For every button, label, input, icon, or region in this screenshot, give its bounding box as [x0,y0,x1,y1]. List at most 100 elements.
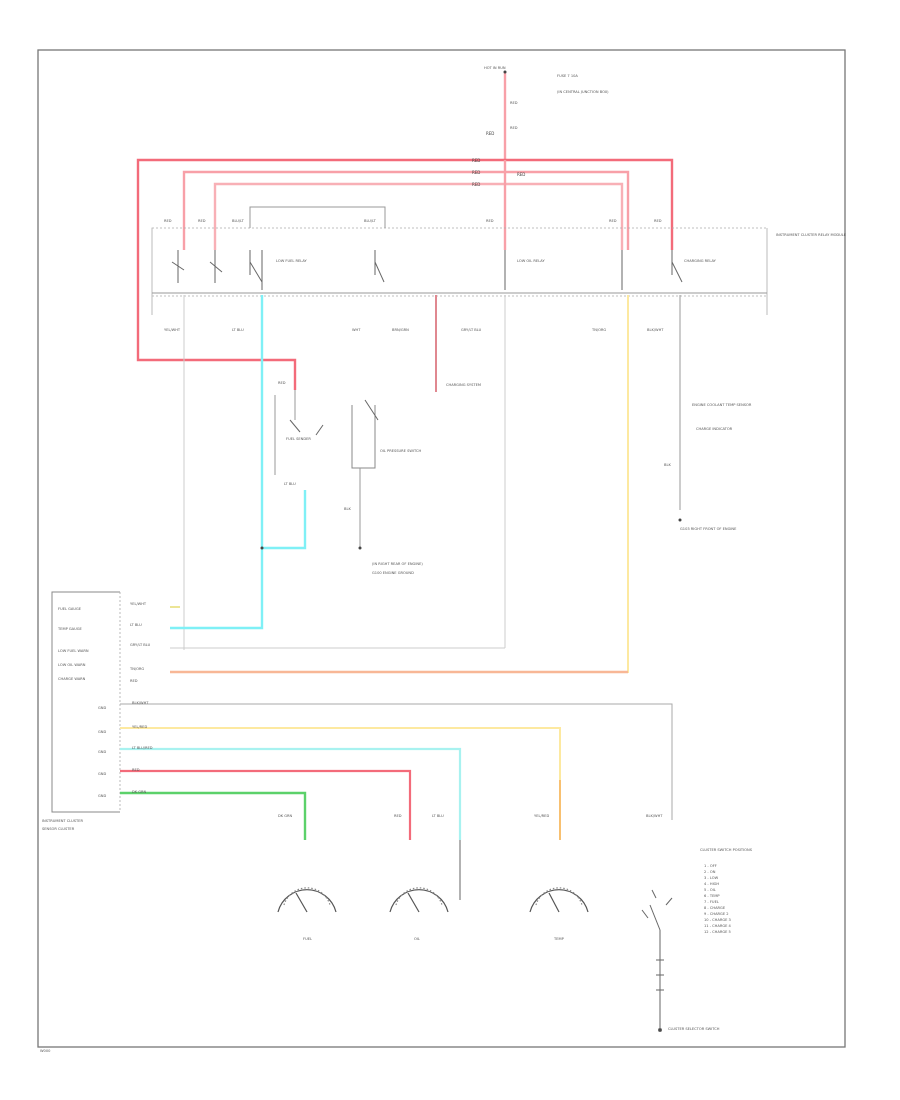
legend-item-10: 10 - CHARGE 3 [704,918,731,922]
ground-point-2 [678,518,682,522]
module-pin-4: LOW OIL WARN [58,663,86,667]
oil-switch-label: OIL PRESSURE SWITCH [380,449,421,453]
legend-item-9: 9 - CHARGE 2 [704,912,729,916]
relay-bottom-wire-6: TN/ORG [591,328,606,332]
module-label: INSTRUMENT CLUSTER [42,819,83,823]
relay-top-wire-6: RED [609,219,617,223]
splice-labels: RED RED RED RED [472,158,525,187]
fuse-label: FUSE 7 10A [557,74,578,78]
charge-indicator-label: CHARGE INDICATOR [696,427,733,431]
feed-wire-3: RED [486,131,494,136]
selector-switch: CLUSTER SELECTOR SWITCH [641,889,720,1032]
gnd-label-4: GND [98,772,106,776]
gauge-name-1: FUEL [303,937,312,941]
fuel-sender-label: FUEL SENDER [286,437,311,441]
module-wire-5: RED [130,679,138,683]
gnd-label-1: GND [98,706,106,710]
mid-ltblu-label: LT BLU [284,482,296,486]
fuse-location: (IN CENTRAL JUNCTION BOX) [557,90,609,94]
ground-point-1 [358,546,362,550]
legend-item-7: 7 - FUEL [704,900,719,904]
ground-label-2: G103 RIGHT FRONT OF ENGINE [680,527,737,531]
gauge-feed-labels: BLK/WHT YEL/RED LT BLU/RED RED DK GRN DK… [132,701,663,818]
module-pin-2: TEMP GAUGE [57,627,83,631]
relay-label-3: CHARGING RELAY [684,259,717,263]
relay-top-wire-1: RED [164,219,172,223]
feed-source: HOT IN RUN [484,66,506,70]
legend: CLUSTER SWITCH POSITIONS 1 - OFF 2 - ON … [700,848,753,934]
gauge-name-2: OIL [414,937,420,941]
feed-wire-2: RED [510,126,518,130]
splice-label-3: RED [472,182,480,187]
legend-item-5: 5 - OIL [704,888,716,892]
ground-label-1: G100 ENGINE GROUND [372,571,414,575]
module-pin-1: FUEL GAUGE [58,607,82,611]
gauge-wire-label-5: BLK/WHT [646,814,663,818]
module-wire-2: LT BLU [130,623,142,627]
red-bus [136,158,674,390]
top-feed: HOT IN RUN FUSE 7 10A (IN CENTRAL JUNCTI… [484,66,609,245]
legend-title: CLUSTER SWITCH POSITIONS [700,848,753,852]
legend-item-4: 4 - HIGH [704,882,719,886]
module-wire-1: YEL/WHT [130,602,147,606]
relay-bottom-wire-5: GRY/LT BLU [461,328,482,332]
selector-switch-label: CLUSTER SELECTOR SWITCH [668,1027,720,1031]
gauge-wire-label-1: DK GRN [278,814,293,818]
relay-top-wire-2: RED [198,219,206,223]
mid-red-label: RED [278,381,286,385]
middle-wiring [170,295,681,674]
gnd-label-5: GND [98,794,106,798]
gauge-wire-label-3: LT BLU [432,814,444,818]
lower-wire-4: RED [132,768,140,772]
relay-module: INSTRUMENT CLUSTER RELAY MODULE RED RED … [151,206,847,332]
splice-label-1: RED [472,158,480,163]
coolant-sensor-label: ENGINE COOLANT TEMP SENSOR [692,403,752,407]
splice-label-4: RED [517,172,525,177]
lower-wire-3: LT BLU/RED [132,746,153,750]
module-pin-3: LOW FUEL WARN [58,649,89,653]
right-blk-label: BLK [664,463,671,467]
gnd-label-2: GND [98,730,106,734]
legend-item-8: 8 - CHARGE [704,906,726,910]
cluster-module: FUEL GAUGE TEMP GAUGE LOW FUEL WARN LOW … [42,591,151,831]
middle-labels: RED FUEL SENDER LT BLU OIL PRESSURE SWIT… [260,381,752,575]
temp-gauge: TEMP [529,887,589,941]
legend-item-1: 1 - OFF [704,864,717,868]
relay-top-wire-3: BLU/LT [232,219,245,223]
oil-gauge: OIL [389,887,449,941]
splice-label-2: RED [472,170,480,175]
relay-module-label: INSTRUMENT CLUSTER RELAY MODULE [776,233,847,237]
gauge-wiring [120,703,673,900]
charging-label: CHARGING SYSTEM [446,383,481,387]
module-wire-4: TN/ORG [129,667,144,671]
relay-top-wire-5: RED [486,219,494,223]
gauge-wire-label-2: RED [394,814,402,818]
fuel-gauge: FUEL [277,887,337,941]
relay-bottom-wire-4: BRN/GRN [392,328,409,332]
relay-top-wire-7: RED [654,219,662,223]
gauge-name-3: TEMP [553,937,565,941]
legend-item-11: 11 - CHARGE 4 [704,924,732,928]
gnd-label-3: GND [98,750,106,754]
legend-item-2: 2 - ON [704,870,716,874]
gauge-wire-label-4: YEL/RED [534,814,549,818]
module-bottom-label: SENSOR CLUSTER [42,827,75,831]
oil-switch-note: (IN RIGHT REAR OF ENGINE) [372,562,423,566]
relay-bottom-wire-7: BLK/WHT [647,328,664,332]
lower-wire-2: YEL/RED [132,725,147,729]
lower-wire-1: BLK/WHT [132,701,149,705]
feed-wire-1: RED [510,101,518,105]
relay-bottom-wire-1: YEL/WHT [164,328,181,332]
mid-blk-label: BLK [344,507,351,511]
splice-point-ltblu [260,546,264,550]
legend-item-12: 12 - CHARGE 5 [704,930,731,934]
relay-bottom-wire-3: WHT [352,328,361,332]
relay-top-wire-4: BLU/LT [364,219,377,223]
legend-item-6: 6 - TEMP [704,894,720,898]
relay-label-2: LOW OIL RELAY [517,259,545,263]
relay-bottom-wire-2: LT BLU [232,328,244,332]
module-pin-5: CHARGE WARN [58,677,86,681]
relay-label-1: LOW FUEL RELAY [276,259,308,263]
lower-wire-5: DK GRN [132,790,147,794]
